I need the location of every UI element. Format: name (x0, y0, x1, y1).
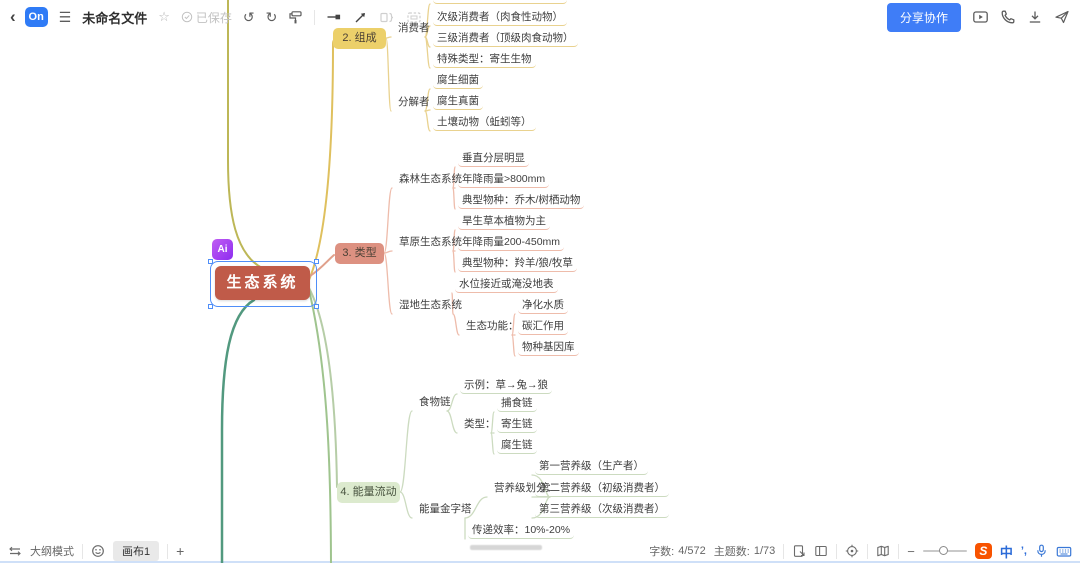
word-count-value: 4/572 (678, 545, 706, 557)
mindmap-node-b4[interactable]: 4. 能量流动 (337, 481, 400, 503)
zoom-out-button[interactable]: − (907, 543, 915, 559)
statusbar-divider (836, 543, 838, 559)
emoji-icon[interactable] (91, 544, 105, 558)
mindmap-node-foodchain[interactable]: 食物链 (419, 396, 451, 408)
arrow-tool-icon[interactable] (353, 10, 368, 25)
presentation-icon[interactable] (972, 9, 989, 25)
mindmap-node-center[interactable]: 生态系统 (215, 266, 310, 300)
statusbar-divider (867, 543, 869, 559)
mindmap-node-trophic[interactable]: 营养级划分： (494, 482, 557, 494)
mindmap-node-f17[interactable]: 物种基因库 (518, 340, 579, 356)
mindmap-node-f13[interactable]: 典型物种：羚羊/狼/牧草 (458, 256, 577, 272)
mindmap-node-f7[interactable]: 土壤动物（蚯蚓等） (433, 115, 536, 131)
clipped-node[interactable] (470, 545, 542, 550)
topic-count-label: 主题数: (713, 546, 750, 558)
check-circle-icon (181, 11, 193, 23)
mindmap-node-consumer[interactable]: 消费者 (398, 22, 430, 34)
mindmap-node-f15[interactable]: 净化水质 (518, 298, 568, 314)
phone-icon[interactable] (1000, 9, 1016, 25)
mindmap-node-f10[interactable]: 典型物种：乔木/树栖动物 (458, 193, 585, 209)
favorite-star-icon[interactable]: ☆ (158, 9, 170, 24)
send-icon[interactable] (1054, 9, 1070, 25)
add-canvas-button[interactable]: + (176, 543, 185, 559)
menu-icon[interactable]: ☰ (58, 9, 72, 25)
topic-count-value: 1/73 (753, 545, 776, 557)
mindmap-node-f21[interactable]: 腐生链 (497, 438, 537, 454)
mindmap-node-f8[interactable]: 垂直分层明显 (458, 151, 529, 167)
mindmap-node-f20[interactable]: 寄生链 (497, 417, 537, 433)
word-count-label: 字数: (649, 546, 675, 558)
summary-icon[interactable] (379, 10, 395, 25)
layout-panel-icon[interactable] (814, 544, 828, 558)
mindmap-node-pyramid[interactable]: 能量金字塔 (419, 503, 472, 515)
mindmap-node-type[interactable]: 类型： (464, 418, 496, 430)
mindmap-node-f16[interactable]: 碳汇作用 (518, 319, 568, 335)
mindmap-node-decomposer[interactable]: 分解者 (398, 96, 430, 108)
outline-mode-label[interactable]: 大纲模式 (30, 546, 74, 558)
format-painter-icon[interactable] (288, 10, 303, 25)
file-name[interactable]: 未命名文件 (82, 10, 148, 26)
status-bar: 大纲模式 画布1 + 字数: 4/572 主题数: 1/73 (0, 541, 1080, 561)
mindmap-node-grass[interactable]: 草原生态系统 (399, 236, 462, 248)
ime-language-toggle[interactable]: 中 (999, 544, 1013, 560)
mindmap-node-f5[interactable]: 腐生细菌 (433, 73, 483, 89)
back-icon[interactable]: ‹ (10, 7, 16, 26)
selection-handle[interactable] (208, 304, 213, 309)
mindmap-node-f22[interactable]: 第一营养级（生产者） (535, 459, 648, 475)
keyboard-icon[interactable] (1056, 545, 1072, 558)
relation-line-icon[interactable] (326, 10, 342, 24)
selection-handle[interactable] (208, 259, 213, 264)
mindmap-node-b3[interactable]: 3. 类型 (335, 242, 384, 264)
canvas-tab[interactable]: 画布1 (113, 541, 160, 561)
mindmap-node-b2[interactable]: 2. 组成 (333, 27, 386, 49)
mindmap-node-f12[interactable]: 年降雨量200-450mm (458, 235, 565, 251)
statusbar-divider (82, 543, 83, 559)
statusbar-divider (783, 543, 785, 559)
mindmap-node-f1[interactable]: 初级消费者（植食性动物） (433, 0, 567, 4)
mindmap-node-f6[interactable]: 腐生真菌 (433, 94, 483, 110)
statusbar-divider (167, 543, 169, 559)
zoom-slider[interactable] (922, 546, 967, 555)
bottom-edge-strip (0, 561, 1080, 563)
mindmap-node-f19[interactable]: 捕食链 (497, 396, 537, 412)
mindmap-node-f25[interactable]: 传递效率：10%-20% (468, 523, 575, 539)
mindmap-node-f23[interactable]: 第二营养级（初级消费者） (535, 481, 669, 497)
ai-assistant-badge[interactable]: Ai (212, 239, 233, 260)
mindmap-node-f18[interactable]: 示例：草→兔→狼 (460, 378, 552, 394)
download-icon[interactable] (1027, 9, 1043, 25)
locate-center-icon[interactable] (845, 544, 859, 558)
mindmap-node-f2[interactable]: 次级消费者（肉食性动物） (433, 10, 567, 26)
mindmap-node-f14[interactable]: 水位接近或淹没地表 (455, 277, 558, 293)
sogou-ime-logo[interactable]: S (974, 543, 992, 559)
undo-icon[interactable]: ↺ (242, 9, 255, 25)
ime-punctuation-toggle[interactable]: ’, (1020, 545, 1027, 557)
statusbar-divider (898, 543, 900, 559)
minimap-icon[interactable] (876, 544, 890, 558)
mindmap-node-f11[interactable]: 旱生草本植物为主 (458, 214, 550, 230)
mindmap-node-f24[interactable]: 第三营养级（次级消费者） (535, 502, 669, 518)
mindmap-node-f3[interactable]: 三级消费者（顶级肉食动物） (433, 31, 578, 47)
mindmap-node-ecofunc[interactable]: 生态功能： (466, 320, 519, 332)
toolbar-divider (314, 9, 316, 25)
export-doc-icon[interactable] (792, 544, 806, 558)
redo-icon[interactable]: ↻ (265, 9, 278, 25)
mindmap-node-f9[interactable]: 年降雨量>800mm (458, 172, 550, 188)
selection-handle[interactable] (314, 304, 319, 309)
mindmap-node-forest[interactable]: 森林生态系统 (399, 173, 462, 185)
selection-handle[interactable] (314, 259, 319, 264)
app-logo[interactable]: On (24, 7, 48, 27)
zoom-slider-knob[interactable] (938, 546, 948, 555)
microphone-icon[interactable] (1035, 544, 1048, 558)
share-collaborate-button[interactable]: 分享协作 (886, 2, 961, 32)
mindmap-node-wetland[interactable]: 湿地生态系统 (399, 299, 462, 311)
outer-frame-icon[interactable] (406, 10, 422, 25)
save-status: 已保存 (181, 9, 232, 26)
saved-label: 已保存 (195, 10, 232, 25)
outline-mode-icon[interactable] (8, 545, 22, 558)
mindmap-node-f4[interactable]: 特殊类型：寄生生物 (433, 52, 536, 68)
